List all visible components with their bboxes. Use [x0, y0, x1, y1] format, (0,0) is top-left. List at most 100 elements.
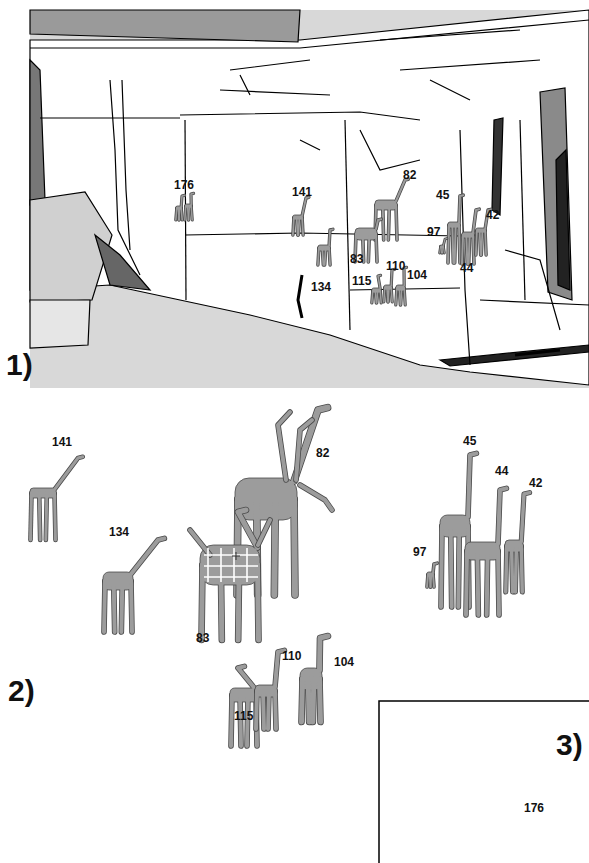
figure-fill	[427, 575, 428, 588]
figure-fill	[481, 231, 482, 256]
figure-outline	[300, 485, 332, 510]
giraffe-figure	[384, 269, 395, 302]
figure-fill	[507, 544, 522, 548]
figure-fill	[176, 208, 177, 220]
figure-outline	[377, 291, 378, 304]
figure-fill	[469, 235, 470, 264]
figure-outline	[297, 218, 298, 236]
figure-outline	[238, 666, 256, 690]
figure-outline	[318, 248, 319, 265]
figure-outline	[459, 195, 463, 223]
figure-fill	[298, 218, 299, 236]
figure-fill	[391, 288, 392, 303]
callout-number: 44	[495, 465, 508, 477]
figure-fill	[293, 218, 294, 236]
figure-fill	[203, 563, 258, 568]
figure-fill	[32, 492, 55, 495]
figure-outline	[188, 206, 189, 220]
figure-fill	[231, 695, 232, 746]
figure-outline	[515, 546, 516, 592]
figure-fill	[448, 225, 449, 263]
figure-outline	[401, 288, 402, 305]
callout-number: 45	[463, 435, 476, 447]
figure-fill	[55, 493, 56, 540]
figure-outline	[238, 510, 258, 548]
figure-fill	[296, 420, 312, 480]
figure-outline	[368, 234, 369, 262]
figure-outline	[232, 692, 256, 698]
figure-fill	[238, 510, 258, 548]
figure-outline	[275, 691, 276, 729]
figure-outline	[388, 205, 389, 240]
figure-outline	[477, 229, 485, 232]
figure-outline	[294, 499, 295, 595]
giraffe-figure	[103, 538, 164, 632]
figure-outline	[388, 288, 389, 303]
figure-fill	[498, 488, 506, 544]
figure-fill	[131, 538, 164, 574]
figure-fill	[320, 679, 321, 722]
giraffe-figure	[440, 453, 476, 607]
giraffe-figure	[230, 666, 258, 746]
giraffe-figure	[396, 267, 407, 305]
figure-outline	[231, 695, 232, 746]
figure-body	[440, 515, 470, 537]
callout-number: 83	[196, 632, 209, 644]
figure-fill	[320, 636, 329, 671]
figure-fill	[329, 229, 333, 246]
figure-outline	[443, 239, 447, 246]
figure-fill	[451, 526, 452, 607]
figure-fill	[294, 408, 328, 481]
figure-outline	[376, 219, 381, 229]
figure-fill	[190, 520, 270, 555]
figure-outline	[487, 551, 488, 615]
figure-outline	[433, 563, 437, 573]
figure-fill	[506, 546, 507, 592]
figure-outline	[39, 493, 40, 540]
figure-fill	[105, 579, 131, 583]
figure-fill	[274, 499, 275, 595]
figure-outline	[383, 205, 384, 240]
figure-outline	[105, 578, 131, 584]
callout-number: 82	[316, 447, 329, 459]
figure-fill	[294, 499, 295, 595]
figure-fill	[178, 208, 179, 220]
figure-outline	[278, 412, 290, 480]
figure-outline	[274, 499, 275, 595]
figure-outline	[430, 575, 431, 588]
figure-fill	[442, 524, 468, 528]
figure-body	[355, 228, 377, 240]
figure-fill	[377, 291, 378, 304]
figure-fill	[498, 551, 499, 615]
figure-outline	[506, 546, 507, 592]
figure-fill	[404, 288, 405, 305]
figure-fill	[467, 549, 498, 553]
figure-fill	[384, 288, 385, 303]
figure-outline	[448, 225, 449, 263]
figure-fill	[442, 247, 443, 254]
figure-fill	[459, 195, 463, 223]
figure-fill	[302, 197, 309, 216]
giraffe-figure	[375, 179, 408, 240]
figure-outline	[396, 288, 397, 305]
figure-fill	[131, 581, 132, 632]
figure-fill	[430, 575, 431, 588]
figure-outline	[263, 691, 264, 729]
figure-outline	[498, 488, 506, 544]
giraffe-figure	[318, 229, 333, 265]
rock-panel	[30, 10, 589, 388]
figure-fill	[473, 235, 474, 264]
figure-fill	[462, 235, 463, 264]
callout-number: 42	[486, 209, 499, 221]
figure-fill	[397, 287, 404, 289]
figure-outline	[313, 679, 314, 722]
figure-outline	[467, 548, 498, 554]
figure-outline	[31, 493, 32, 540]
callout-number: 110	[386, 260, 405, 272]
figure-fill	[278, 412, 290, 480]
figure-fill	[181, 208, 182, 220]
figure-fill	[383, 205, 384, 240]
figure-outline	[373, 289, 380, 292]
